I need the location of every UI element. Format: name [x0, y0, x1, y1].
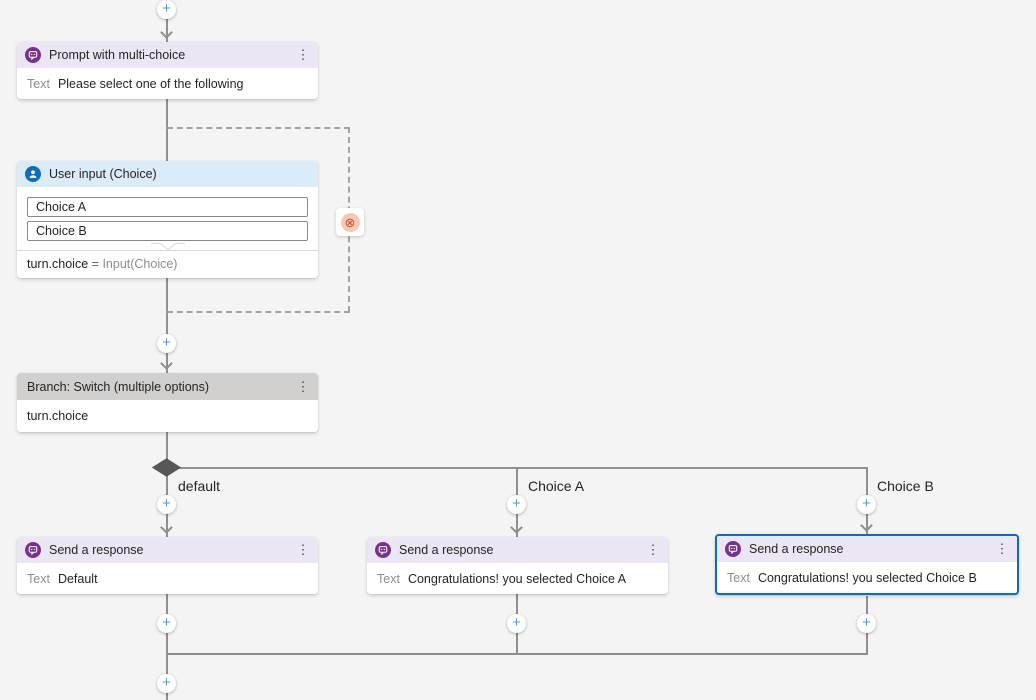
add-node-button[interactable]: +	[157, 334, 176, 353]
response-node-choice-b[interactable]: Send a response ⋮ Text Congratulations! …	[715, 534, 1019, 595]
node-title: Send a response	[399, 543, 494, 557]
add-node-button[interactable]: +	[857, 614, 876, 633]
arrowhead-down-icon	[160, 357, 173, 370]
node-header: User input (Choice)	[17, 161, 318, 187]
escalate-icon: ⊗	[340, 212, 360, 232]
branch-switch-node[interactable]: Branch: Switch (multiple options) ⋮ turn…	[17, 373, 318, 432]
collapse-notch-icon	[150, 243, 185, 251]
response-node-choice-a[interactable]: Send a response ⋮ Text Congratulations! …	[367, 537, 668, 594]
node-body: Text Congratulations! you selected Choic…	[367, 563, 668, 594]
bot-message-icon	[725, 541, 741, 557]
connector-line	[166, 278, 168, 373]
escalate-node[interactable]: ⊗	[336, 208, 364, 236]
field-label: Text	[27, 571, 50, 586]
dashed-loop-line	[167, 127, 350, 129]
arrowhead-down-icon	[510, 521, 523, 534]
add-node-button[interactable]: +	[157, 674, 176, 693]
add-node-button[interactable]: +	[157, 495, 176, 514]
choice-option[interactable]: Choice B	[27, 221, 308, 241]
node-title: Prompt with multi-choice	[49, 48, 186, 62]
node-header: Prompt with multi-choice ⋮	[17, 42, 318, 68]
variable-name: turn.choice	[27, 257, 89, 271]
bot-message-icon	[25, 542, 41, 558]
node-header: Send a response ⋮	[367, 537, 668, 563]
variable-value: Input(Choice)	[102, 257, 178, 271]
merge-rail	[166, 653, 868, 655]
branch-label-default: default	[178, 478, 221, 494]
add-node-button[interactable]: +	[857, 495, 876, 514]
node-body: Choice A Choice B	[17, 187, 318, 241]
node-title: Send a response	[749, 542, 844, 556]
bot-message-icon	[25, 47, 41, 63]
connector-line	[166, 99, 168, 161]
node-body: Text Please select one of the following	[17, 68, 318, 99]
field-value: Default	[57, 571, 98, 586]
variable-row: turn.choice = Input(Choice)	[17, 243, 318, 278]
arrowhead-down-icon	[860, 519, 873, 532]
dashed-loop-line	[167, 311, 350, 313]
more-menu-button[interactable]: ⋮	[296, 47, 310, 62]
more-menu-button[interactable]: ⋮	[296, 378, 310, 394]
choice-option[interactable]: Choice A	[27, 197, 308, 217]
add-node-button[interactable]: +	[507, 495, 526, 514]
branch-diamond-icon	[151, 458, 182, 477]
field-value: Congratulations! you selected Choice A	[407, 571, 627, 586]
more-menu-button[interactable]: ⋮	[296, 542, 310, 557]
field-label: Text	[727, 570, 750, 585]
node-body: Text Congratulations! you selected Choic…	[717, 562, 1017, 593]
node-title: Send a response	[49, 543, 144, 557]
field-value: Please select one of the following	[57, 76, 244, 91]
add-node-button[interactable]: +	[157, 614, 176, 633]
branch-label-choice-a: Choice A	[528, 478, 585, 494]
node-title: User input (Choice)	[49, 167, 157, 181]
node-body: turn.choice	[17, 400, 318, 432]
node-header: Send a response ⋮	[17, 537, 318, 563]
response-node-default[interactable]: Send a response ⋮ Text Default	[17, 537, 318, 594]
field-label: Text	[27, 76, 50, 91]
add-node-button[interactable]: +	[157, 0, 176, 19]
branch-label-choice-b: Choice B	[877, 478, 934, 494]
add-node-button[interactable]: +	[507, 614, 526, 633]
node-header: Send a response ⋮	[717, 536, 1017, 562]
connector-line	[166, 0, 168, 42]
variable-equals: =	[91, 257, 99, 271]
person-icon	[25, 166, 41, 182]
condition-value: turn.choice	[27, 409, 89, 423]
prompt-node[interactable]: Prompt with multi-choice ⋮ Text Please s…	[17, 42, 318, 99]
connector-line	[166, 432, 168, 468]
arrowhead-down-icon	[160, 521, 173, 534]
node-body: Text Default	[17, 563, 318, 594]
bot-message-icon	[375, 542, 391, 558]
field-value: Congratulations! you selected Choice B	[757, 570, 977, 585]
more-menu-button[interactable]: ⋮	[995, 541, 1009, 556]
field-label: Text	[377, 571, 400, 586]
node-title: Branch: Switch (multiple options)	[27, 379, 210, 394]
more-menu-button[interactable]: ⋮	[646, 542, 660, 557]
user-input-node[interactable]: User input (Choice) Choice A Choice B tu…	[17, 161, 318, 278]
arrowhead-down-icon	[160, 26, 173, 39]
node-header: Branch: Switch (multiple options) ⋮	[17, 373, 318, 400]
